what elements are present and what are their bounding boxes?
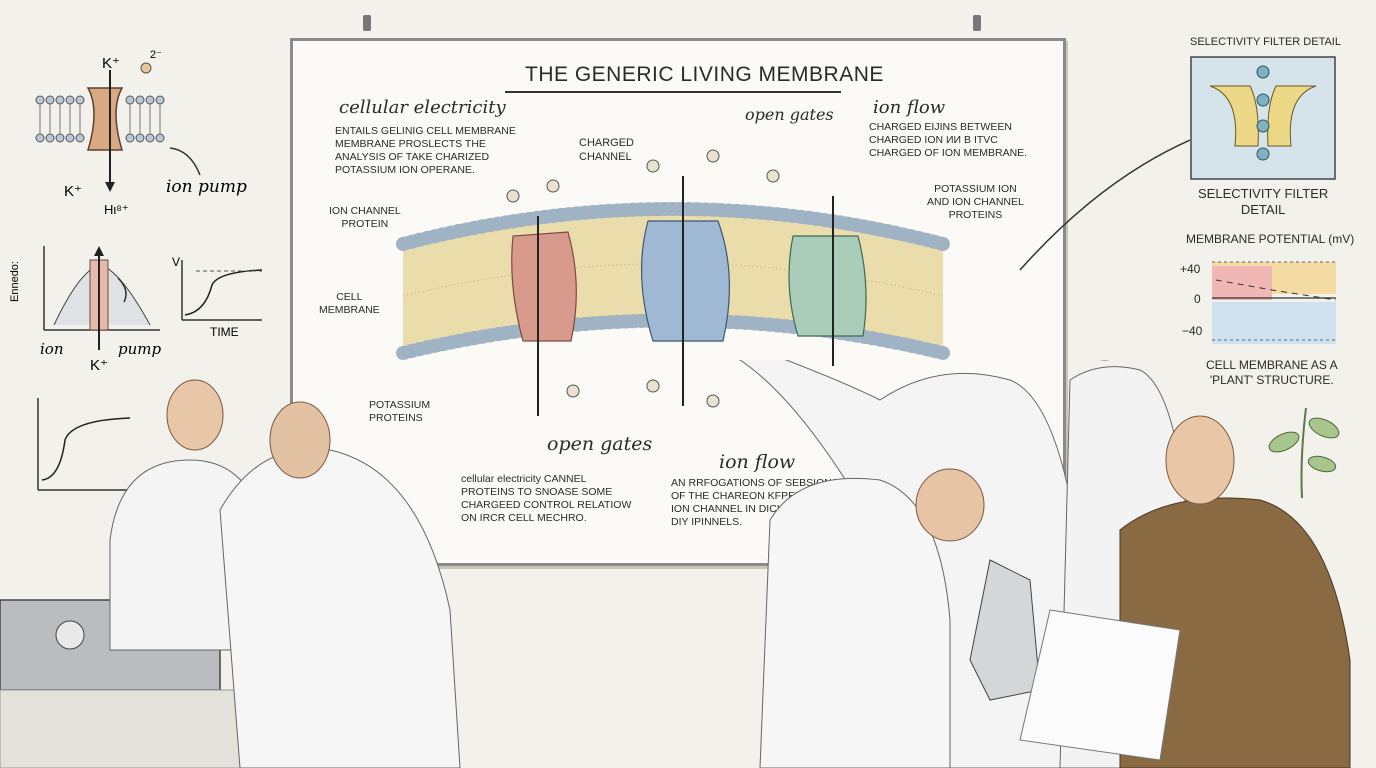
whiteboard: THE GENERIC LIVING MEMBRANE cellular ele…: [290, 15, 1066, 566]
filter-caption: SELECTIVITY FILTER DETAIL: [1198, 186, 1329, 218]
potassium-proteins-label: POTASSIUM PROTEINS: [369, 399, 431, 425]
k-top-label: K⁺: [102, 55, 120, 72]
scientist-4-coat: [759, 477, 951, 768]
pointer-line: [1019, 139, 1190, 271]
ion-label: ion: [40, 340, 64, 358]
board-title: THE GENERIC LIVING MEMBRANE: [525, 63, 884, 86]
scientist-2-head: [269, 401, 331, 479]
energy-diagram: [43, 246, 160, 350]
title-underline: [505, 91, 841, 93]
voltage-time-graph: [181, 260, 263, 321]
paper-sheet: [1019, 609, 1181, 761]
growth-curve-graph: [37, 398, 140, 491]
tick-minus-40: −40: [1182, 324, 1203, 338]
charge-label: 2⁻: [150, 49, 162, 61]
left-sketches: K⁺ 2⁻ K⁺ Hι⁸⁺ ion pump Ennedo: ion K⁺ pu…: [9, 49, 263, 491]
plant-sketch: [1268, 407, 1340, 498]
energy-label: Ennedo:: [9, 261, 21, 302]
bottom-left-text: cellular electricity CANNEL PROTEINS TO …: [461, 473, 632, 525]
scientist-2-coat: [219, 448, 461, 768]
ion-flow-bottom-label: ion flow: [719, 451, 796, 473]
filter-top-title: SELECTIVITY FILTER DETAIL: [1190, 36, 1341, 48]
ion-flow-heading: ion flow: [873, 97, 946, 118]
ion-channel-protein-green: [788, 235, 867, 337]
pump-label: pump: [118, 340, 161, 358]
board-hanger-left: [363, 15, 371, 31]
h-label: Hι⁸⁺: [104, 202, 129, 217]
open-gates-top-label: open gates: [745, 105, 834, 124]
ion-channel-protein-red: [511, 231, 577, 342]
cellular-electricity-heading: cellular electricity: [339, 97, 506, 118]
ion-channel-protein-blue: [640, 220, 731, 342]
membrane-potential-title: MEMBRANE POTENTIAL (mV): [1186, 232, 1355, 246]
membrane-diagram: [396, 149, 950, 416]
scientist-1-head: [166, 379, 224, 451]
k-bottom-label: K⁺: [64, 183, 82, 200]
scientists-scene: [0, 360, 1351, 768]
scientist-6-head: [1165, 415, 1235, 505]
microscope: [969, 559, 1041, 701]
tick-zero: 0: [1194, 292, 1201, 306]
time-label: TIME: [210, 325, 239, 339]
selectivity-filter-illustration: [1190, 56, 1336, 180]
cellular-electricity-text: ENTAILS GELINIG CELL MEMBRANE MEMBRANE P…: [335, 125, 516, 177]
k-center-label: K⁺: [90, 357, 108, 374]
membrane-potential-graph: [1212, 261, 1337, 344]
cell-membrane-label: CELL MEMBRANE: [319, 291, 380, 317]
board-hanger-right: [973, 15, 981, 31]
scientist-4-head: [915, 468, 985, 542]
ion-channel-protein-label: ION CHANNEL PROTEIN: [329, 205, 401, 231]
scientist-6-jacket: [1119, 497, 1351, 768]
potassium-ion-label: POTASSIUM ION AND ION CHANNEL PROTEINS: [927, 183, 1024, 222]
pump-protein-shape: [86, 87, 124, 151]
ion-flow-text: CHARGED EIJINS BETWEEN CHARGED ION ИИ B …: [869, 121, 1028, 160]
charged-channel-label: CHARGED CHANNEL: [579, 137, 635, 163]
v-label: V: [172, 255, 180, 269]
tick-plus-40: +40: [1180, 262, 1201, 276]
plant-structure-caption: CELL MEMBRANE AS A 'PLANT' STRUCTURE.: [1206, 358, 1338, 387]
ion-pump-diagram: [35, 62, 201, 192]
open-gates-bottom-label: open gates: [547, 433, 653, 455]
upper-lipid-heads: [396, 202, 950, 251]
ion-pump-label: ion pump: [166, 177, 247, 197]
